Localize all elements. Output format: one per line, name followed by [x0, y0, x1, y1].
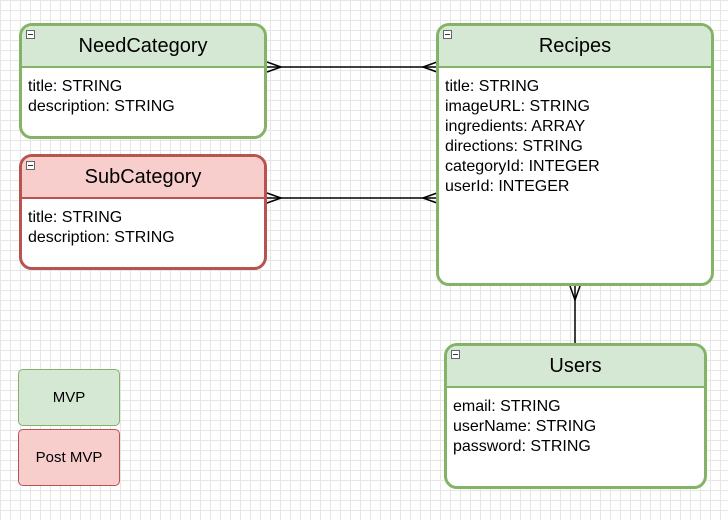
attribute-list: email: STRING userName: STRING password:… [447, 388, 704, 457]
attribute: title: STRING [28, 209, 123, 226]
attribute: categoryId: INTEGER [445, 158, 600, 175]
collapse-icon[interactable] [451, 350, 460, 359]
entity-recipes[interactable]: Recipes title: STRING imageURL: STRING i… [436, 23, 714, 286]
attribute: directions: STRING [445, 138, 583, 155]
attribute-list: title: STRING description: STRING [22, 199, 264, 248]
attribute: description: STRING [28, 98, 175, 115]
attribute: ingredients: ARRAY [445, 118, 586, 135]
legend-label: MVP [52, 389, 86, 406]
attribute-list: title: STRING description: STRING [22, 68, 264, 117]
attribute: imageURL: STRING [445, 98, 590, 115]
attribute: userId: INTEGER [445, 178, 570, 195]
attribute: password: STRING [453, 438, 591, 455]
attribute-list: title: STRING imageURL: STRING ingredien… [439, 68, 711, 197]
collapse-icon[interactable] [443, 30, 452, 39]
entity-header[interactable]: Recipes [439, 26, 711, 68]
entity-users[interactable]: Users email: STRING userName: STRING pas… [444, 343, 707, 489]
attribute: title: STRING [445, 78, 540, 95]
edge-subcategory-recipes[interactable] [266, 192, 438, 204]
attribute: description: STRING [28, 229, 175, 246]
legend-post-mvp[interactable]: Post MVP [18, 429, 120, 486]
entity-title: Users [549, 354, 602, 377]
legend-label: Post MVP [35, 449, 103, 466]
entity-title: Recipes [538, 34, 612, 57]
attribute: userName: STRING [453, 418, 597, 435]
collapse-icon[interactable] [26, 161, 35, 170]
attribute: title: STRING [28, 78, 123, 95]
edge-needcategory-recipes[interactable] [266, 61, 438, 73]
collapse-icon[interactable] [26, 30, 35, 39]
entity-needcategory[interactable]: NeedCategory title: STRING description: … [19, 23, 267, 139]
entity-header[interactable]: SubCategory [22, 157, 264, 199]
entity-subcategory[interactable]: SubCategory title: STRING description: S… [19, 154, 267, 270]
legend-mvp[interactable]: MVP [18, 369, 120, 426]
edge-recipes-users[interactable] [569, 285, 581, 344]
entity-header[interactable]: NeedCategory [22, 26, 264, 68]
entity-header[interactable]: Users [447, 346, 704, 388]
entity-title: NeedCategory [78, 34, 208, 57]
entity-title: SubCategory [84, 165, 202, 188]
attribute: email: STRING [453, 398, 561, 415]
